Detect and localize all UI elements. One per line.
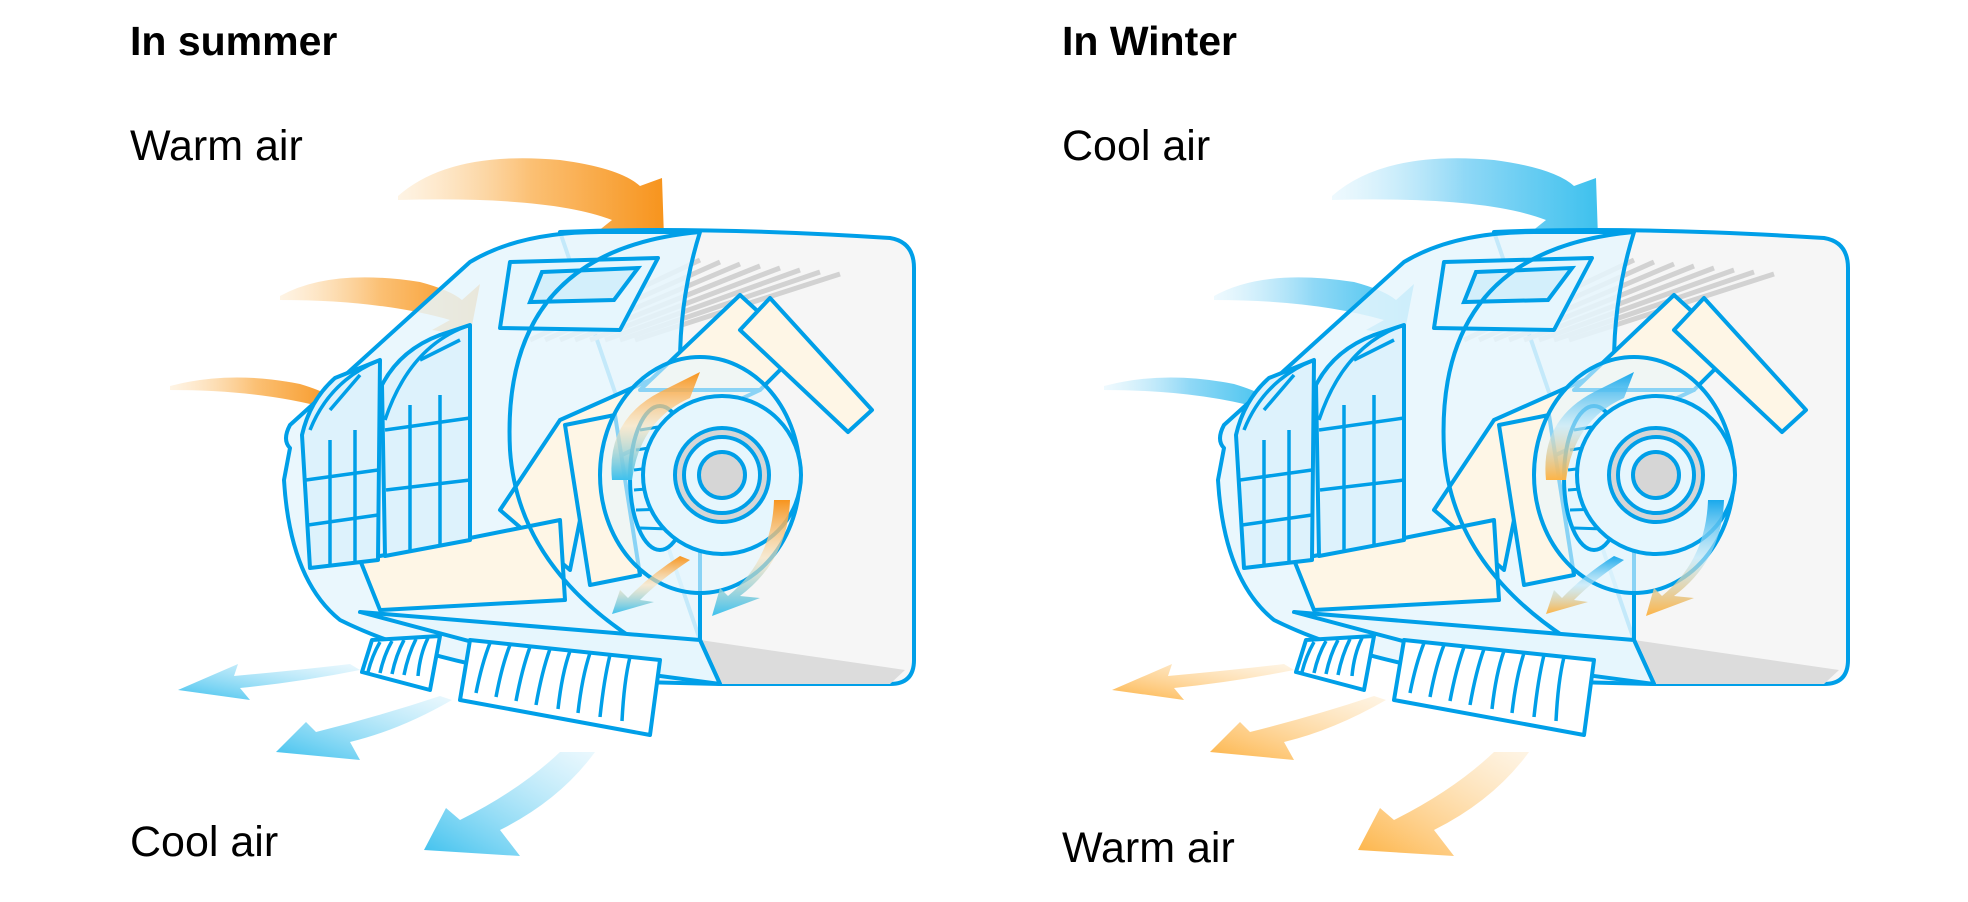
intake-air-label: Cool air xyxy=(1062,122,1211,170)
output-arrows xyxy=(178,664,595,856)
intake-air-label: Warm air xyxy=(130,122,303,170)
panel-title: In summer xyxy=(130,18,338,64)
output-air-label: Cool air xyxy=(130,818,279,866)
intake-arrows xyxy=(1104,158,1598,420)
output-air-label: Warm air xyxy=(1062,824,1235,872)
winter-panel: In Winter Cool air Warm air xyxy=(912,0,1896,902)
internal-airflow xyxy=(1545,372,1724,616)
output-arrows xyxy=(1112,664,1529,856)
panel-title: In Winter xyxy=(1062,18,1238,64)
summer-panel: In summer Warm air Cool air xyxy=(130,18,984,866)
intake-arrows xyxy=(170,158,664,420)
ac-unit-illustration xyxy=(170,158,984,856)
ac-unit-illustration xyxy=(1104,158,1896,856)
internal-airflow xyxy=(611,372,790,616)
